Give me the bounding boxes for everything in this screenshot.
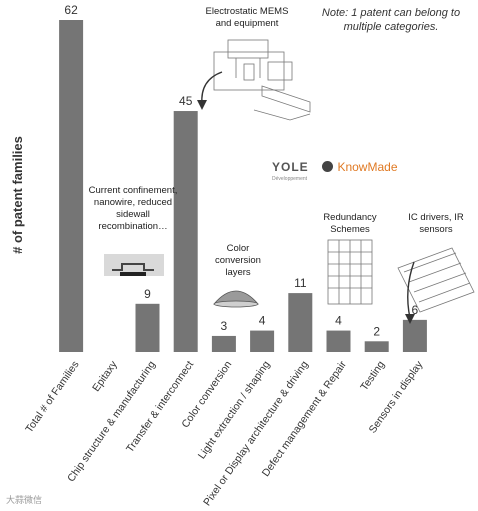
value-label-9: 6 [412,303,419,317]
annotation-current: Current confinement, nanowire, reduced s… [88,185,178,232]
bar-5 [250,330,275,352]
value-label-6: 11 [294,276,307,290]
annotation-redundancy: Redundancy Schemes [323,212,377,235]
note-text: Note: 1 patent can belong to multiple ca… [321,7,461,33]
arrows [201,71,415,319]
value-label-2: 9 [144,287,151,301]
arrow-redundancy [407,261,415,319]
arrowhead-electrostatic [197,100,207,110]
value-label-4: 3 [221,319,228,333]
chip-structure-illustration [104,254,164,276]
bar-2 [135,303,160,352]
y-axis-label: # of patent families [10,136,25,254]
arrowheads [197,100,415,324]
bar-7 [326,330,351,352]
yole-logo-text: YOLE [272,160,309,174]
x-tick-label-1: Epitaxy [90,358,120,394]
bar-8 [364,341,389,352]
annotation-ic-drivers: IC drivers, IR sensors [408,212,464,235]
x-tick-label-0: Total # of Families [23,359,81,435]
bar-9 [402,319,427,352]
x-tick-label-5: Light extraction / shaping [196,359,273,462]
bar-3 [173,111,198,352]
sensor-panel-illustration [397,247,475,313]
redundancy-illustration [327,239,373,305]
knowmade-logo: KnowMade [322,158,398,176]
watermark: 大蒜微信 [6,496,43,506]
yole-logo-subtext: Développement [272,176,308,182]
dome-lens-illustration [213,290,259,308]
value-label-8: 2 [373,324,380,338]
value-label-5: 4 [259,314,266,328]
x-tick-label-8: Testing [358,359,387,393]
arrowhead-sensors [405,314,415,324]
bar-6 [288,293,313,352]
annotation-electrostatic: Electrostatic MEMS and equipment [205,6,289,29]
bars-group [59,20,427,352]
value-labels-group: 62 9 45 3 4 11 4 2 6 [64,3,418,338]
value-label-7: 4 [335,314,342,328]
x-tick-label-3: Transfer & interconnect [124,359,196,455]
arrow-electrostatic [201,71,223,105]
mems-equipment-illustration [213,39,311,121]
value-label-0: 62 [64,3,78,17]
knowmade-logo-mark [322,161,333,173]
knowmade-logo-text: KnowMade [337,159,398,174]
bar-0 [59,20,84,352]
yole-logo: YOLE Développement [272,158,309,182]
value-label-3: 45 [179,94,193,108]
annotation-color-conversion: Color conversion layers [215,243,261,278]
bar-4 [211,335,236,352]
